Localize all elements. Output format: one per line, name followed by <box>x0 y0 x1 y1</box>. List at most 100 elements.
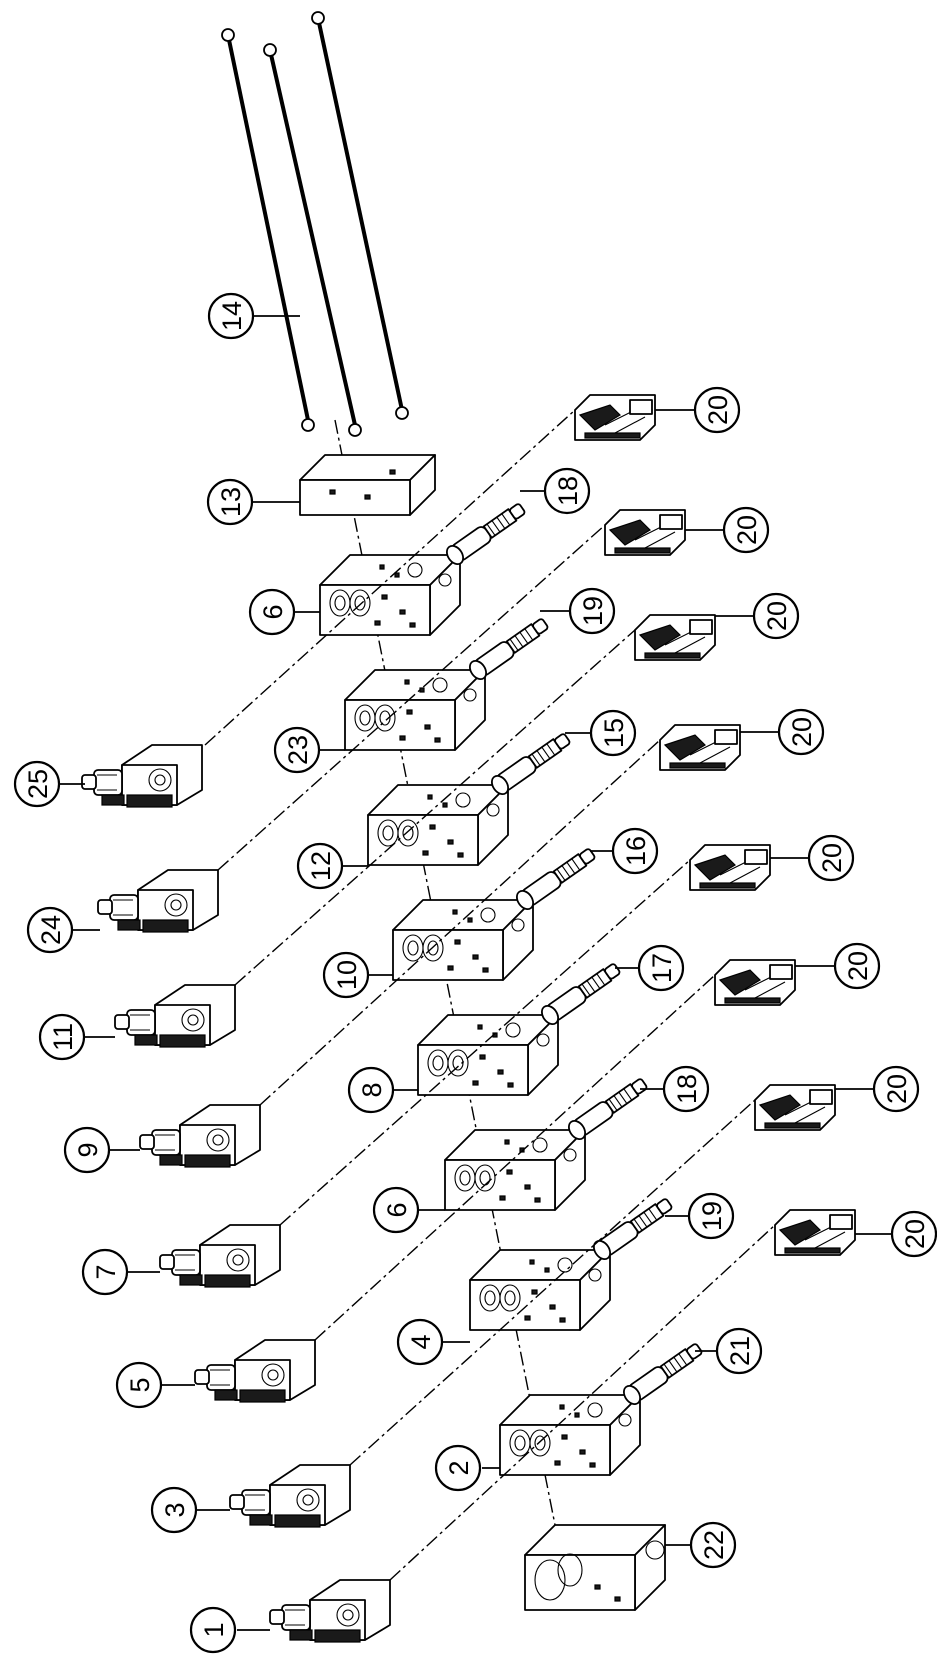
callout-20-b: 20 <box>722 506 770 554</box>
callout-label: 20 <box>882 1074 912 1104</box>
callout-18-lower: 18 <box>662 1065 710 1113</box>
inlet-section <box>524 1524 666 1611</box>
callout-12: 12 <box>296 842 344 890</box>
callout-23: 23 <box>273 726 321 774</box>
callout-label: 18 <box>672 1074 702 1104</box>
callout-25: 25 <box>13 760 61 808</box>
cover-20-b <box>604 509 686 556</box>
callout-label: 21 <box>725 1336 755 1366</box>
callout-20-h: 20 <box>890 1210 937 1258</box>
cover-20-d <box>659 724 741 771</box>
callout-6-lower: 6 <box>372 1186 420 1234</box>
callout-label: 8 <box>357 1082 387 1097</box>
callout-14: 14 <box>207 292 255 340</box>
callout-label: 24 <box>36 915 66 945</box>
actuator-1 <box>269 1579 391 1643</box>
valve-section-12 <box>367 784 509 866</box>
callout-label: 20 <box>900 1219 930 1249</box>
cover-20-e <box>689 844 771 891</box>
spool-16 <box>512 843 599 914</box>
spool-19-lower <box>589 1193 676 1264</box>
callout-label: 20 <box>787 717 817 747</box>
callout-label: 4 <box>406 1334 436 1349</box>
actuator-25 <box>81 744 203 808</box>
callout-label: 13 <box>216 487 246 517</box>
callout-22: 22 <box>689 1521 737 1569</box>
assembly-axis <box>334 419 561 1551</box>
callout-7: 7 <box>81 1248 129 1296</box>
actuator-7 <box>159 1224 281 1288</box>
callout-label: 22 <box>699 1530 729 1560</box>
valve-section-23 <box>344 669 486 751</box>
cover-20-a <box>574 394 656 441</box>
callout-label: 3 <box>160 1502 190 1517</box>
callout-20-f: 20 <box>833 942 881 990</box>
cover-20-g <box>754 1084 836 1131</box>
actuator-5 <box>194 1339 316 1403</box>
spool-19-upper <box>465 613 552 684</box>
callout-8: 8 <box>347 1066 395 1114</box>
cover-20-c <box>634 614 716 661</box>
callout-20-g: 20 <box>872 1065 920 1113</box>
alignment-lines <box>204 409 776 1581</box>
callout-label: 20 <box>762 601 792 631</box>
callout-label: 10 <box>332 960 362 990</box>
callout-label: 6 <box>258 604 288 619</box>
tie-rods <box>221 11 409 437</box>
end-plate <box>299 454 436 516</box>
callout-16: 16 <box>611 827 659 875</box>
callout-2: 2 <box>434 1444 482 1492</box>
callout-1: 1 <box>189 1606 237 1654</box>
callout-label: 20 <box>817 843 847 873</box>
spool-15 <box>487 728 574 799</box>
spool-17 <box>537 958 624 1029</box>
actuator-3 <box>229 1464 351 1528</box>
callout-label: 20 <box>703 395 733 425</box>
valve-section-2 <box>499 1394 641 1476</box>
callout-label: 9 <box>73 1142 103 1157</box>
leader-lines <box>60 315 893 1631</box>
callout-20-a: 20 <box>693 386 741 434</box>
valve-section-6-upper <box>319 554 461 636</box>
callout-6-upper: 6 <box>248 588 296 636</box>
callout-19-upper: 19 <box>568 587 616 635</box>
callout-label: 14 <box>217 301 247 331</box>
callout-21: 21 <box>715 1327 763 1375</box>
callout-label: 11 <box>48 1023 78 1051</box>
callout-label: 19 <box>697 1201 727 1231</box>
spool-21 <box>619 1338 706 1409</box>
callout-label: 16 <box>621 836 651 866</box>
callout-3: 3 <box>150 1486 198 1534</box>
callout-13: 13 <box>206 478 254 526</box>
callout-label: 2 <box>444 1460 474 1475</box>
callout-label: 5 <box>125 1377 155 1392</box>
callout-label: 23 <box>283 735 313 765</box>
callout-20-d: 20 <box>777 708 825 756</box>
valve-section-10 <box>392 899 534 981</box>
callout-15: 15 <box>589 709 637 757</box>
callout-label: 12 <box>306 851 336 881</box>
callout-label: 15 <box>599 718 629 748</box>
callout-18-upper: 18 <box>543 467 591 515</box>
callout-label: 18 <box>553 476 583 506</box>
callout-label: 20 <box>732 515 762 545</box>
callout-label: 1 <box>199 1622 229 1637</box>
callout-label: 6 <box>382 1202 412 1217</box>
callout-label: 17 <box>647 953 677 983</box>
callout-4: 4 <box>396 1318 444 1366</box>
valve-section-4 <box>469 1249 611 1331</box>
valve-section-6-lower <box>444 1129 586 1211</box>
callout-19-lower: 19 <box>687 1192 735 1240</box>
callout-label: 19 <box>578 596 608 626</box>
callout-20-c: 20 <box>752 592 800 640</box>
actuator-24 <box>97 869 219 933</box>
actuator-9 <box>139 1104 261 1168</box>
callout-5: 5 <box>115 1361 163 1409</box>
callout-24: 24 <box>26 906 74 954</box>
callout-9: 9 <box>63 1126 111 1174</box>
callout-label: 7 <box>91 1264 121 1279</box>
callout-20-e: 20 <box>807 834 855 882</box>
callout-10: 10 <box>322 951 370 999</box>
cover-20-f <box>714 959 796 1006</box>
